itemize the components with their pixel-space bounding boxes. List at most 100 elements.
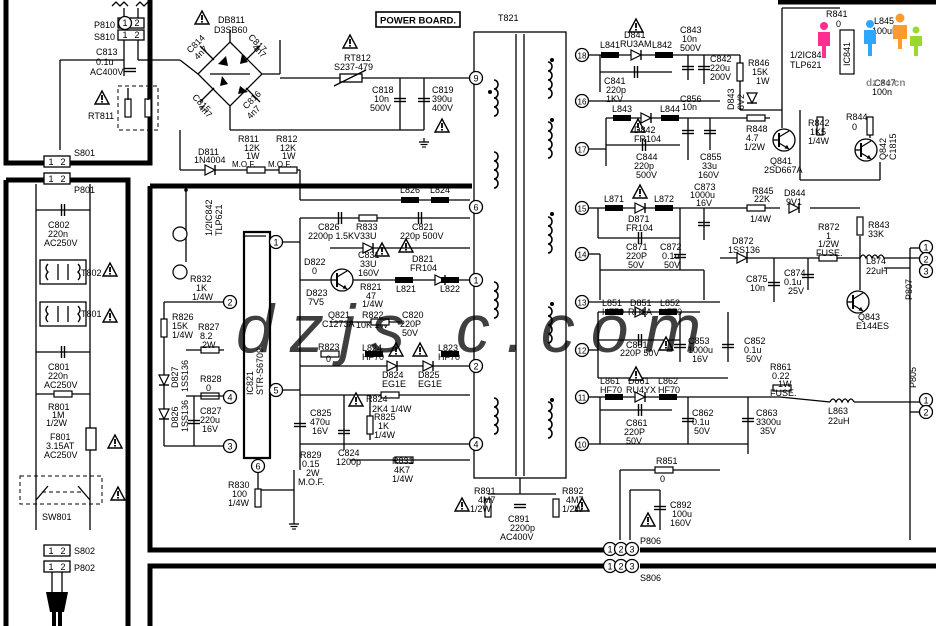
- r828-ref: R828: [200, 374, 222, 384]
- warning-icon: [94, 90, 110, 105]
- ic-pin-4: 4: [227, 393, 232, 403]
- r833-ref: R833: [356, 222, 378, 232]
- r861-val3: FUSE.: [770, 388, 797, 398]
- c856-ref: C856: [680, 94, 702, 104]
- r827-val: 8.2: [200, 331, 213, 341]
- r841-val: 0: [836, 19, 841, 29]
- d872-ref: D872: [732, 236, 754, 246]
- r891-val: 4M7: [478, 495, 496, 505]
- p806-pin2: 2: [618, 545, 623, 555]
- d861-val: RU4YX: [626, 385, 656, 395]
- r826-ref: R826: [172, 312, 194, 322]
- c825-ref: C825: [310, 408, 332, 418]
- secondary-regulator: L843 L844 D842 FR104 C856 10n C844 220p …: [588, 7, 899, 181]
- c861-ref: C861: [626, 418, 648, 428]
- d842-val: FR104: [634, 134, 661, 144]
- c831-ref: C831: [358, 250, 380, 260]
- l871-ref: L871: [604, 194, 624, 204]
- d871-val: FR104: [626, 223, 653, 233]
- r801-val: 1M: [52, 410, 65, 420]
- c819-val: 390u: [432, 94, 452, 104]
- r830-ref: R830: [228, 480, 250, 490]
- ic-pin-5: 5: [273, 386, 278, 396]
- secondary-5v-output: D872 1SS136 C875 10n C874 0.1u 25V R872 …: [720, 222, 920, 331]
- c824-val: 1200p: [336, 457, 361, 467]
- tpin-14: 14: [578, 251, 587, 260]
- ic-pin-3: 3: [227, 442, 232, 452]
- c873-val: 1000u: [690, 190, 715, 200]
- r827-ref: R827: [198, 322, 220, 332]
- c872-val: 0.1u: [662, 251, 680, 261]
- c844-val2: 500V: [636, 170, 657, 180]
- d826-ref: D826: [170, 406, 180, 428]
- ic841-ref: IC841: [842, 42, 852, 66]
- c851-ref: C851: [626, 340, 648, 350]
- q841-val: 2SD667A: [764, 165, 803, 175]
- l824-ref: L824: [430, 185, 450, 195]
- r844-val: 0: [852, 122, 857, 132]
- tpin-4: 4: [473, 440, 478, 450]
- d843-val: 6V2: [736, 94, 746, 110]
- warning-icon: [454, 497, 470, 512]
- r811-val2: 1W: [246, 151, 260, 161]
- r822-ref: R822: [362, 310, 384, 320]
- r833-val: 33U: [360, 231, 377, 241]
- c891-ref: C891: [508, 514, 530, 524]
- connector-s801: 1 2 1 2 S801 P801: [43, 148, 95, 195]
- r832-val: 1K: [196, 283, 207, 293]
- l824b-ref: L824: [362, 343, 382, 353]
- r891-ref: R891: [474, 486, 496, 496]
- c813-ref: C813: [96, 47, 118, 57]
- l824b-val: HF70: [362, 352, 384, 362]
- c853-val2: 16V: [692, 354, 708, 364]
- c871-val: 220P: [626, 251, 647, 261]
- q843-transistor: [846, 290, 870, 314]
- d844-val: 9V1: [786, 197, 802, 207]
- d823-ref: D823: [306, 288, 328, 298]
- r829-val: 0.15: [302, 459, 320, 469]
- s806-label: S806: [640, 573, 661, 583]
- p807-pin2: 2: [923, 255, 928, 265]
- s801-pin2: 2: [60, 157, 65, 167]
- l844-ref: L844: [660, 104, 680, 114]
- warning-icon: [632, 184, 648, 199]
- r843-ref: R843: [868, 220, 890, 230]
- sock-top-pin1: 1: [122, 30, 127, 40]
- corner-logo-text: dz sc.cn: [866, 78, 905, 89]
- ic821-val: STR-S6709: [255, 348, 265, 395]
- r825-val: 1K: [378, 421, 389, 431]
- warning-icon: [107, 434, 123, 449]
- secondary-15v-output: L871 L872 D871 FR104 C871 220P 50V C872 …: [588, 182, 890, 300]
- l845-ref: L845: [874, 16, 894, 26]
- r842-val: 1K5: [810, 127, 826, 137]
- p806-label: P806: [640, 536, 661, 546]
- r844-ref: R844: [846, 112, 868, 122]
- r845-ref: R845: [752, 186, 774, 196]
- d851-val: RH1A: [628, 307, 652, 317]
- warning-icon: [102, 308, 118, 323]
- ic842-val: TLP621: [214, 204, 224, 236]
- l852-val: HF70: [660, 307, 682, 317]
- c851-val: 220P 50V: [620, 348, 659, 358]
- c872-val2: 50V: [664, 260, 680, 270]
- c801-val: 220n: [48, 371, 68, 381]
- c827-val2: 16V: [202, 424, 218, 434]
- q841-transistor: [772, 128, 796, 152]
- d811-val: 1N4004: [194, 155, 226, 165]
- ic842-ref: 1/2IC842: [204, 199, 214, 236]
- secondary-13-12-output: L851 HF70 D851 RH1A L852 HF70 C851 220P …: [588, 298, 766, 379]
- p801-label: P801: [74, 185, 95, 195]
- r846-val: 15K: [752, 67, 768, 77]
- c872-ref: C872: [660, 242, 682, 252]
- r830-val2: 1/4W: [228, 498, 250, 508]
- l862-ref: L862: [658, 376, 678, 386]
- q821-val: C1273A: [322, 319, 355, 329]
- db811-ref: DB811: [218, 15, 245, 25]
- c842-val2: 200V: [710, 72, 731, 82]
- primary-dc-bus: RT812 S237-479 C818 10n 500V C819 390u 4…: [229, 34, 470, 148]
- t802-ref: T802: [81, 268, 102, 278]
- c847-ref: C847: [874, 78, 896, 88]
- q841-ref: Q841: [770, 156, 792, 166]
- p802-label: P802: [74, 563, 95, 573]
